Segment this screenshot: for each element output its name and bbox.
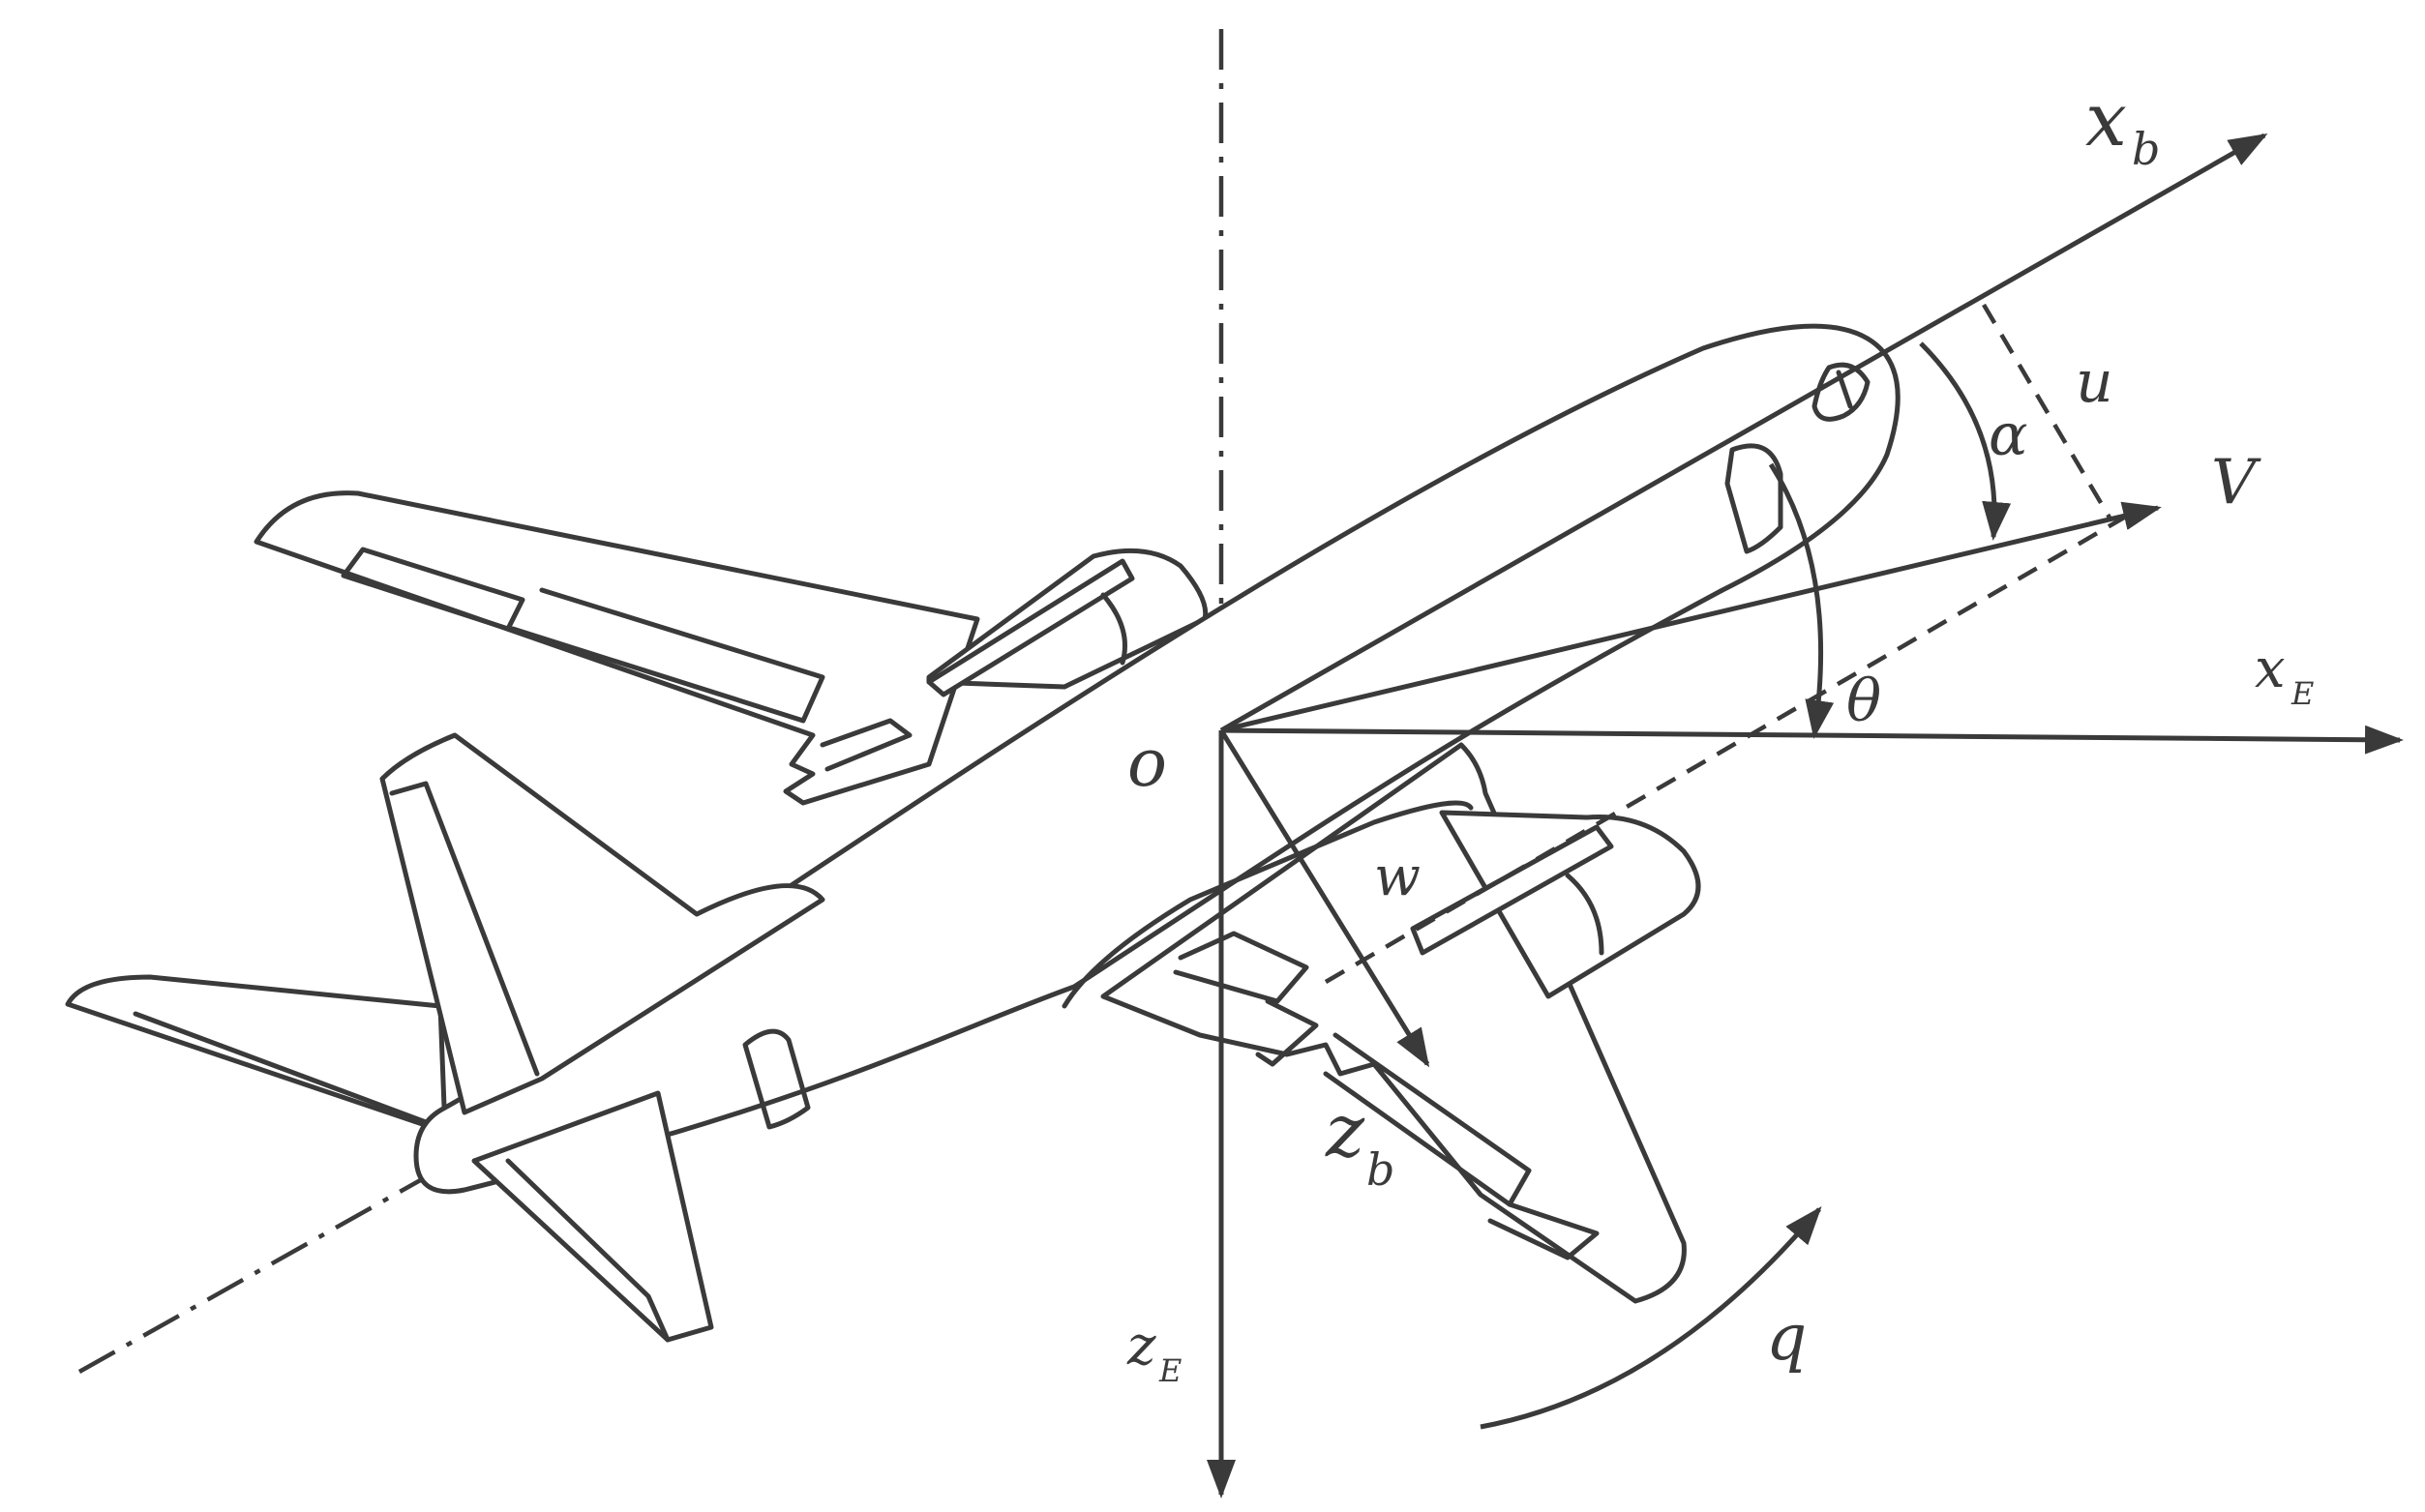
zb-label: z <box>1325 1087 1365 1173</box>
alpha-label: α <box>1989 401 2028 469</box>
velocity-vector <box>1220 501 2162 733</box>
zb-axis <box>1218 728 1430 1068</box>
near-wing <box>1100 742 1687 1304</box>
xE-label: x <box>2255 637 2286 700</box>
xE-subscript: E <box>2290 675 2314 712</box>
origin-label: o <box>1127 726 1167 802</box>
vertical-stabilizer <box>379 732 825 1115</box>
xb-label: x <box>2085 76 2127 163</box>
u-label: u <box>2076 348 2113 416</box>
u-component-projection <box>1982 303 2111 519</box>
theta-arc <box>1768 462 1835 739</box>
rear-door <box>742 1028 811 1130</box>
front-door <box>1724 443 1783 554</box>
alpha-arc <box>1919 341 2012 541</box>
xb-axis <box>1219 133 2268 733</box>
near-engine <box>1439 810 1701 999</box>
V-label: V <box>2211 447 2261 519</box>
velocity-dashed-extension <box>1324 516 2126 984</box>
pitch-rate-arc <box>1480 1205 1822 1430</box>
aircraft-drawing <box>65 323 1901 1343</box>
q-label: q <box>1766 1300 1807 1375</box>
zb-subscript: b <box>1366 1143 1394 1196</box>
zE-subscript: E <box>1158 1352 1182 1389</box>
w-label: w <box>1374 845 1421 908</box>
xb-subscript: b <box>2132 123 2160 175</box>
zE-label: z <box>1126 1315 1156 1378</box>
cockpit-window <box>1811 362 1871 422</box>
theta-label: θ <box>1846 667 1881 735</box>
far-wing <box>254 490 980 806</box>
near-horizontal-stabilizer <box>471 1090 714 1343</box>
